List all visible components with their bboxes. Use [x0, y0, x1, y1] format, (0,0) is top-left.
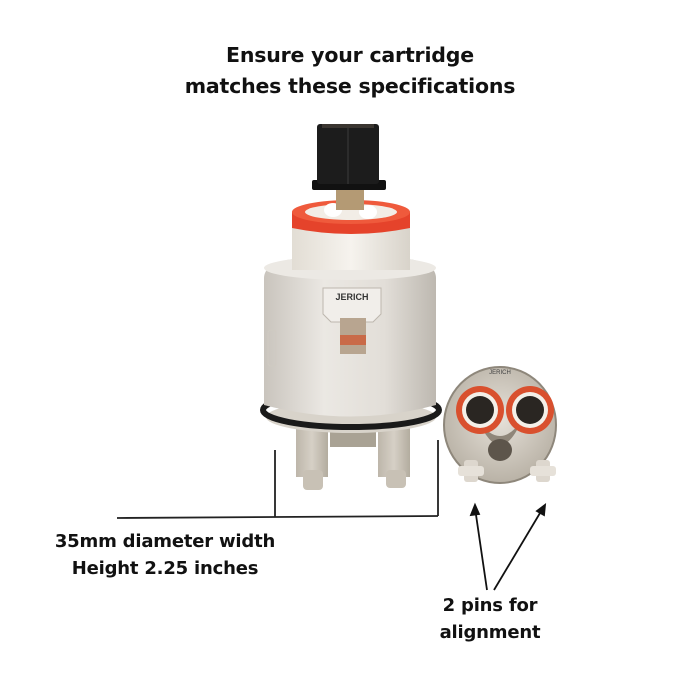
page-heading: Ensure your cartridge matches these spec…	[0, 40, 700, 102]
pins-line-2: alignment	[439, 622, 541, 643]
main-cartridge	[260, 124, 442, 490]
dimensions-line-2: Height 2.25 inches	[71, 558, 259, 579]
dimensions-line-1: 35mm diameter width	[54, 531, 276, 552]
bottom-view-brand: JERICH	[489, 370, 511, 376]
dimensions-label: 35mm diameter width Height 2.25 inches	[30, 528, 300, 582]
pins-label: 2 pins for alignment	[420, 592, 560, 646]
main-cartridge-brand: JERICH	[335, 292, 369, 302]
heading-line-1: Ensure your cartridge	[226, 43, 474, 67]
pins-line-1: 2 pins for	[442, 595, 538, 616]
heading-line-2: matches these specifications	[184, 74, 516, 98]
dimension-lines	[116, 440, 439, 519]
bottom-view-cartridge	[443, 366, 557, 484]
pin-arrows	[469, 502, 547, 591]
